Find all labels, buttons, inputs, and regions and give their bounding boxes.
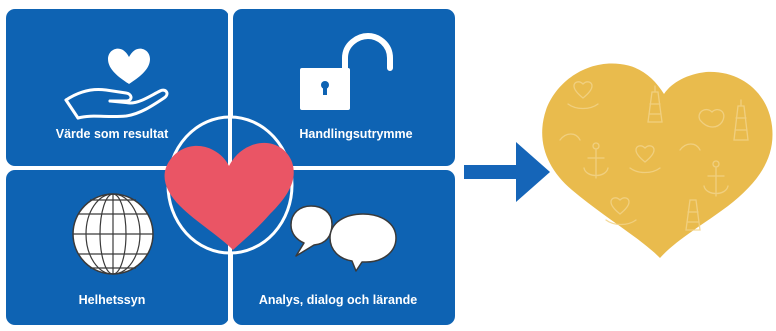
speech-bubbles-icon [290,205,397,272]
globe-icon [72,193,154,275]
label-helhetssyn: Helhetssyn [78,293,146,307]
heart-icon [164,142,294,250]
open-padlock-icon [300,32,393,110]
arrow-right-icon [464,142,550,202]
label-varde-som-resultat: Värde som resultat [55,127,169,141]
label-handlingsutrymme: Handlingsutrymme [299,127,413,141]
golden-heart-icon [542,63,773,258]
hand-holding-heart-icon [64,48,169,120]
label-analys-dialog-larande: Analys, dialog och lärande [258,293,418,307]
